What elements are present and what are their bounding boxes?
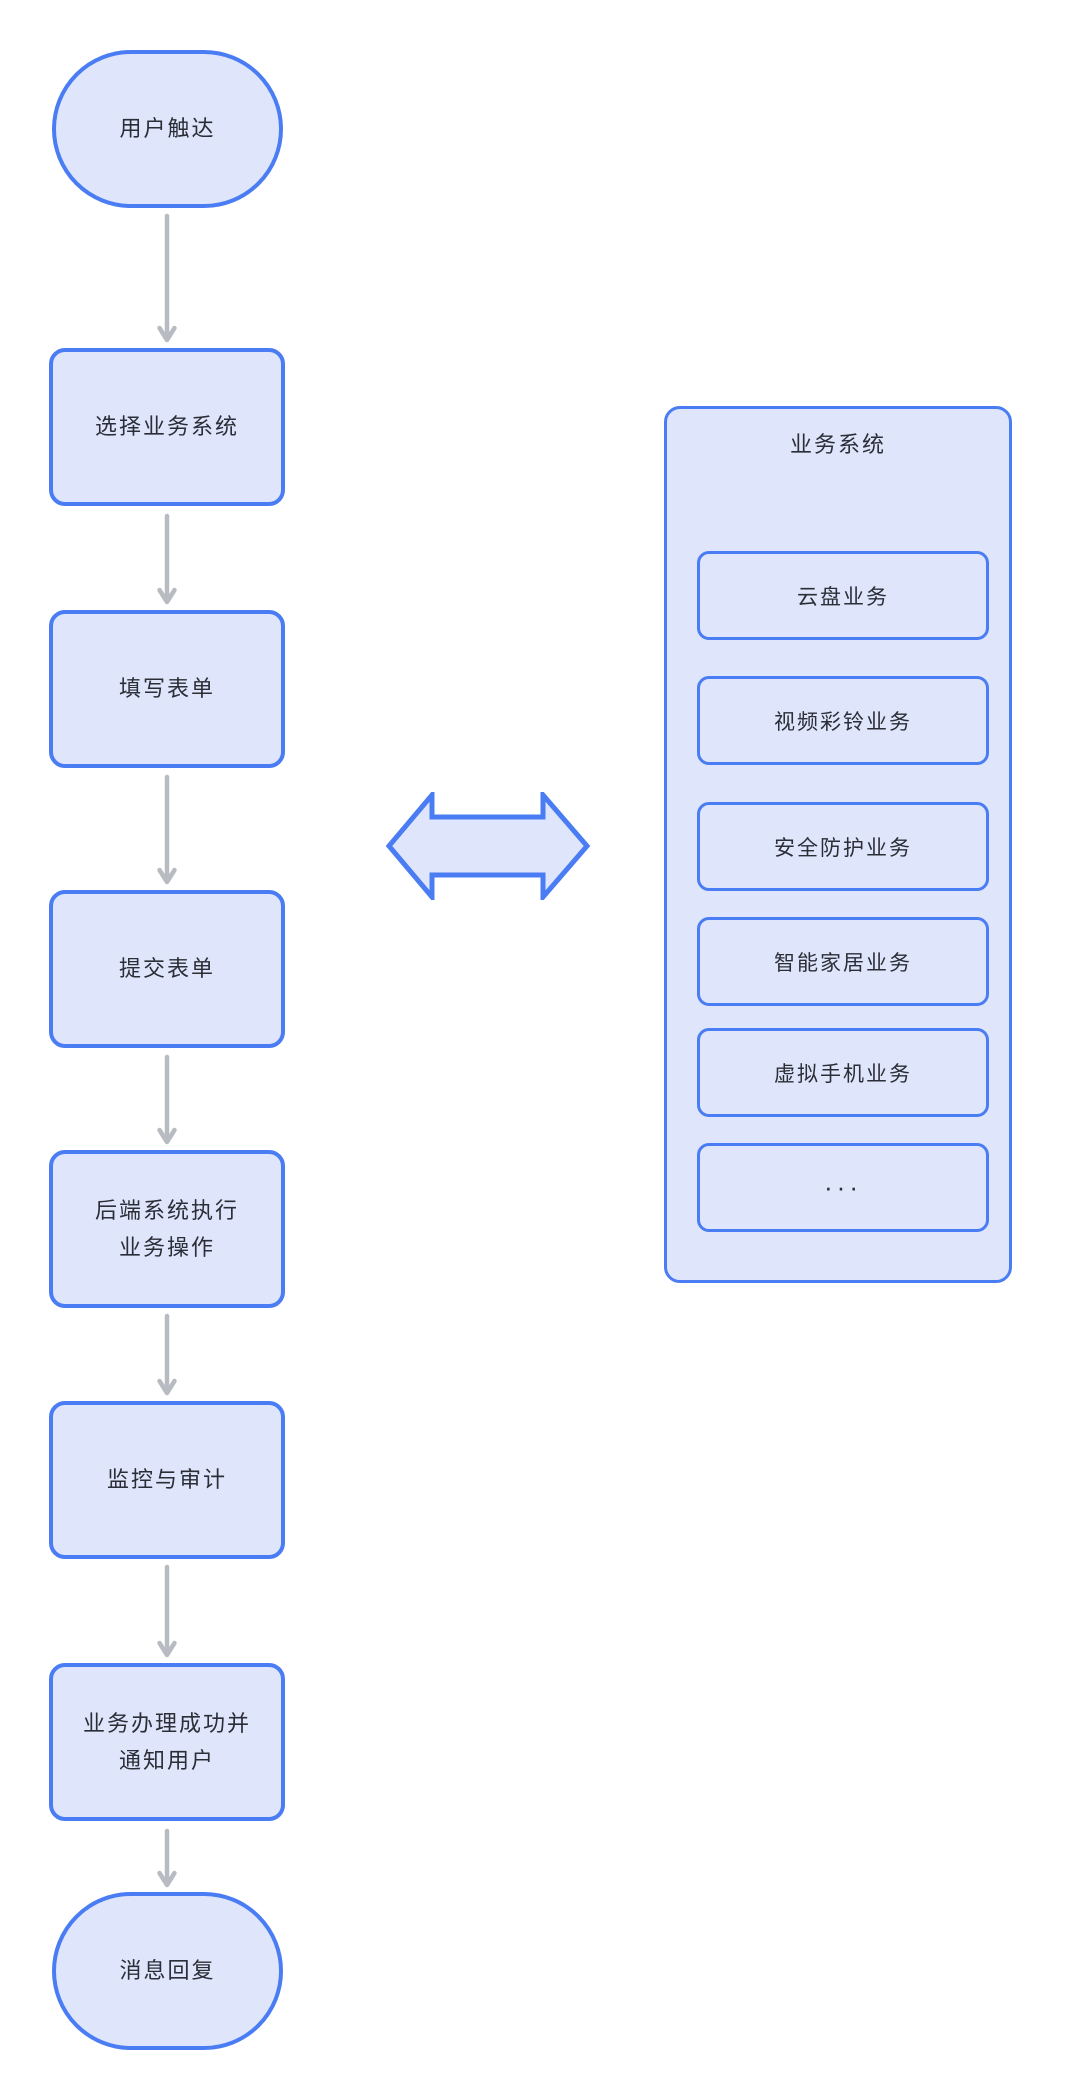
flow-node-select-business-system: 选择业务系统 [49, 348, 285, 506]
business-system-panel: 业务系统 云盘业务 视频彩铃业务 安全防护业务 智能家居业务 虚拟手机业务 ··… [664, 406, 1012, 1283]
panel-item-label: 视频彩铃业务 [774, 710, 912, 734]
panel-item-label: 智能家居业务 [774, 951, 912, 975]
arrow-down-icon [157, 1828, 177, 1888]
flow-node-backend-execute: 后端系统执行 业务操作 [49, 1150, 285, 1308]
bidirectional-arrow-icon [385, 792, 591, 900]
flow-node-label: 监控与审计 [106, 1467, 227, 1493]
flow-node-fill-form: 填写表单 [49, 610, 285, 768]
flow-node-monitor-audit: 监控与审计 [49, 1401, 285, 1559]
arrow-down-icon [157, 1054, 177, 1145]
flow-node-label: 后端系统执行 业务操作 [94, 1197, 239, 1260]
flow-node-notify-user: 业务办理成功并 通知用户 [49, 1663, 285, 1821]
panel-item-label: 云盘业务 [797, 585, 889, 609]
panel-item-virtual-phone: 虚拟手机业务 [697, 1028, 989, 1117]
flow-node-label: 选择业务系统 [94, 414, 239, 440]
panel-item-video-ringtone: 视频彩铃业务 [697, 676, 989, 765]
ellipsis-icon: ··· [824, 1172, 862, 1202]
flow-node-label: 业务办理成功并 通知用户 [82, 1710, 251, 1773]
flow-node-submit-form: 提交表单 [49, 890, 285, 1048]
arrow-down-icon [157, 513, 177, 605]
panel-item-label: 安全防护业务 [774, 836, 912, 860]
panel-item-security-protection: 安全防护业务 [697, 802, 989, 891]
panel-item-ellipsis: ··· [697, 1143, 989, 1232]
flow-node-message-reply: 消息回复 [52, 1892, 283, 2050]
arrow-down-icon [157, 1564, 177, 1658]
arrow-down-icon [157, 1313, 177, 1396]
panel-title: 业务系统 [789, 432, 886, 457]
flow-node-label: 用户触达 [119, 116, 216, 142]
arrow-down-icon [157, 774, 177, 885]
panel-item-smart-home: 智能家居业务 [697, 917, 989, 1006]
flow-node-label: 提交表单 [118, 956, 215, 982]
panel-item-label: 虚拟手机业务 [774, 1062, 912, 1086]
flow-node-label: 填写表单 [118, 676, 215, 702]
flow-node-label: 消息回复 [119, 1958, 216, 1984]
arrow-down-icon [157, 213, 177, 343]
panel-item-cloud-disk: 云盘业务 [697, 551, 989, 640]
flow-node-user-reach: 用户触达 [52, 50, 283, 208]
